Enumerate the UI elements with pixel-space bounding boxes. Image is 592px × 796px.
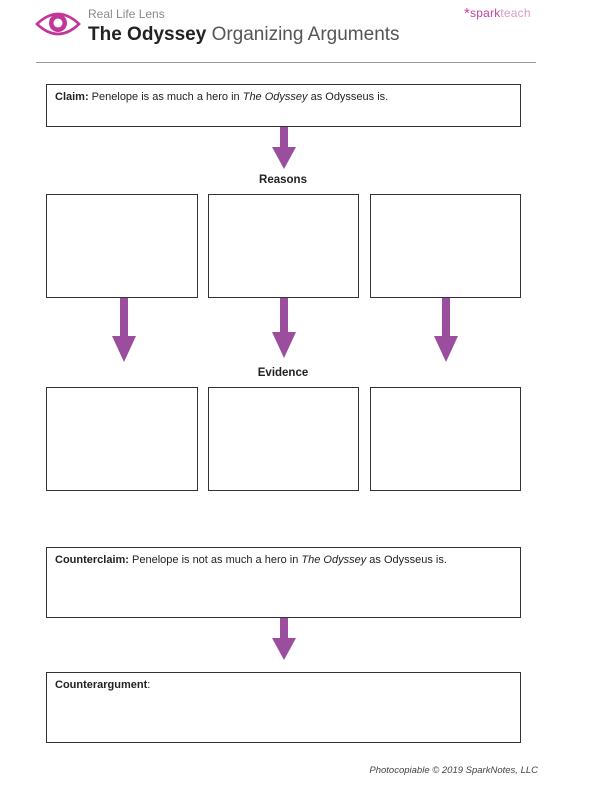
reason-box-2 [208,194,359,298]
counterclaim-label: Counterclaim: [55,554,129,566]
evidence-heading: Evidence [257,367,309,379]
title-main: The Odyssey [88,24,207,45]
claim-title-italic: The Odyssey [242,91,308,103]
counterargument-label: Counterargument [55,679,148,691]
eye-icon [34,6,82,42]
claim-text-after: as Odysseus is. [307,91,389,103]
down-arrow-icon [112,298,136,362]
claim-label: Claim: [55,91,89,103]
claim-box: Claim: Penelope is as much a hero in The… [46,84,521,127]
footer-copyright: Photocopiable © 2019 SparkNotes, LLC [369,765,538,776]
brand-asterisk: * [464,5,471,22]
reason-box-1 [46,194,198,298]
reasons-heading: Reasons [259,174,307,186]
reason-box-3 [370,194,521,298]
counterargument-suffix: : [147,679,151,691]
counterargument-box: Counterargument: [46,672,521,743]
brand-logo: *sparkteach [464,5,531,22]
claim-text: Claim: Penelope is as much a hero in The… [55,91,388,103]
series-label: Real Life Lens [88,7,165,21]
evidence-box-1 [46,387,198,491]
counterargument-text: Counterargument: [55,679,150,691]
header-divider [36,62,536,63]
down-arrow-icon [272,298,296,358]
page-title: The Odyssey Organizing Arguments [88,24,400,46]
counterclaim-title-italic: The Odyssey [301,554,367,566]
counterclaim-text-after: as Odysseus is. [366,554,447,566]
counterclaim-box: Counterclaim: Penelope is not as much a … [46,547,521,618]
evidence-box-3 [370,387,521,491]
counterclaim-text: Counterclaim: Penelope is not as much a … [55,554,447,566]
down-arrow-icon [272,127,296,169]
down-arrow-icon [272,618,296,660]
brand-teach: teach [500,6,531,20]
title-sub: Organizing Arguments [211,24,400,45]
down-arrow-icon [434,298,458,362]
counterclaim-text-before: Penelope is not as much a hero in [128,554,302,566]
evidence-box-2 [208,387,359,491]
brand-spark: spark [470,6,501,20]
claim-text-before: Penelope is as much a hero in [88,91,243,103]
